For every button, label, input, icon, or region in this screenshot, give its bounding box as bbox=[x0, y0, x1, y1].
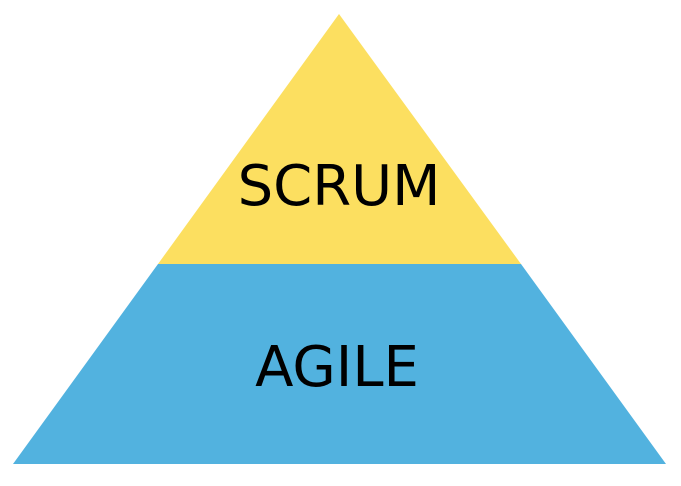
pyramid-tier-agile-label: AGILE bbox=[255, 335, 419, 400]
pyramid-tier-agile bbox=[13, 264, 666, 464]
pyramid-tier-scrum-label: SCRUM bbox=[238, 154, 441, 219]
pyramid-tier-scrum bbox=[158, 14, 521, 264]
